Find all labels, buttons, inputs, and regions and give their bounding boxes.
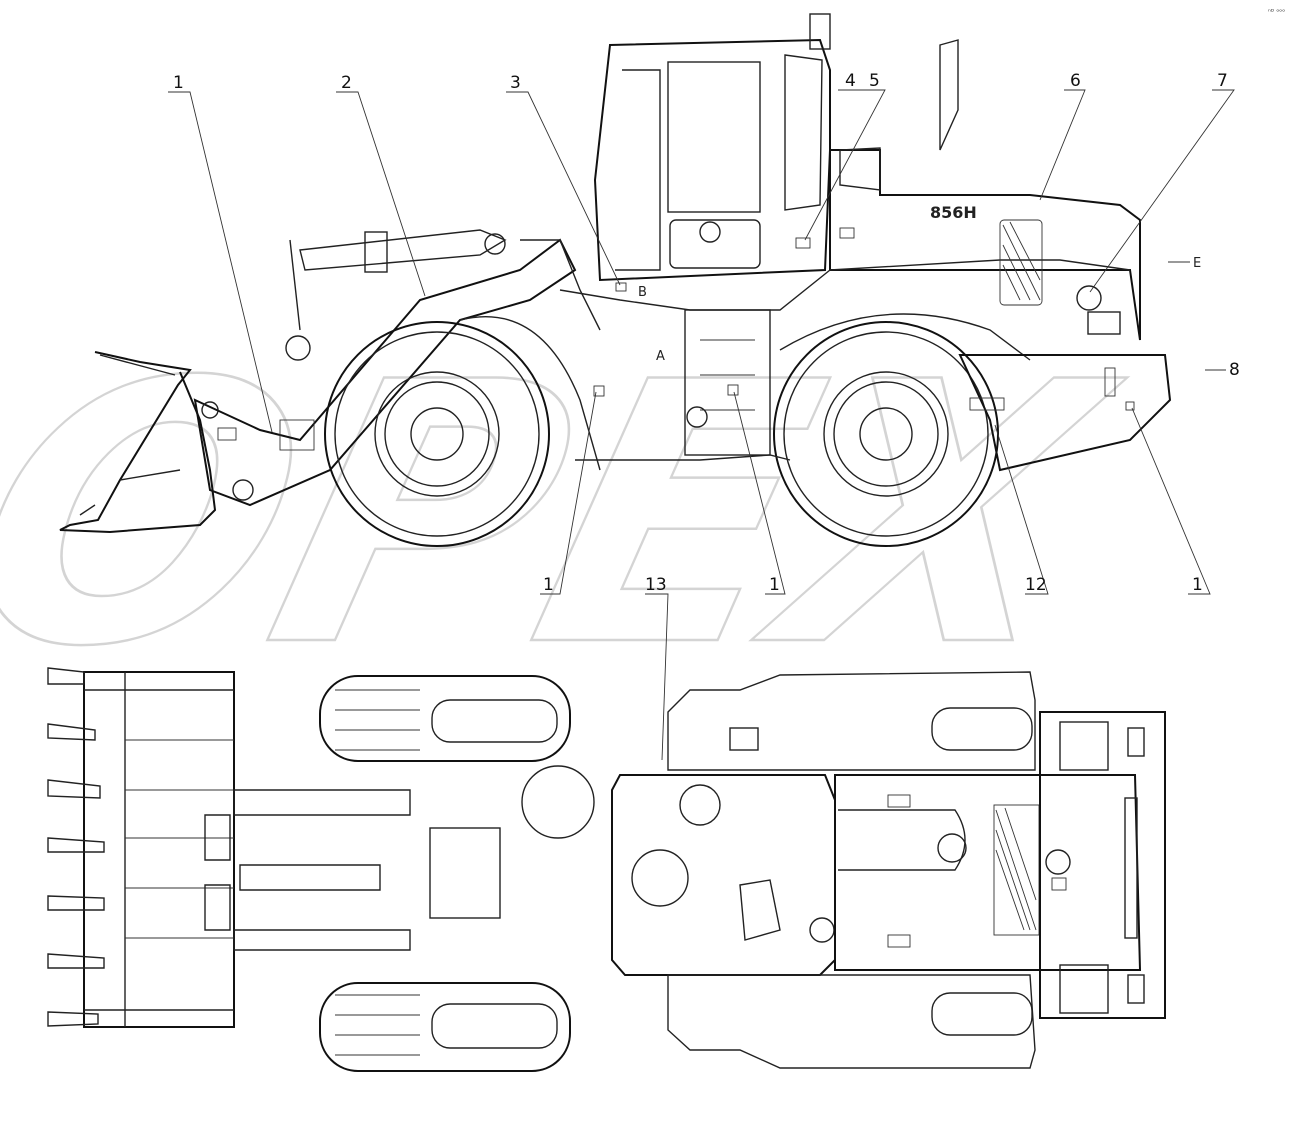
side-engine-hood: 856H <box>829 39 1141 341</box>
callout-1-c: 1 <box>769 575 780 595</box>
callout-3: 3 <box>510 73 521 93</box>
top-front-tire-upper <box>319 675 571 762</box>
ref-letter-e: E <box>1193 256 1201 271</box>
watermark: OPEX <box>0 306 1146 727</box>
callout-1-a: 1 <box>173 73 184 93</box>
top-view-loader <box>47 667 1166 1072</box>
callout-labels: 1 2 3 4 5 6 7 8 1 1 12 1 13 <box>173 71 1240 595</box>
corner-mark: ⁿᴰ ᵒᵒᵒ <box>1268 8 1285 16</box>
callout-5: 5 <box>869 71 880 91</box>
side-cab <box>593 13 831 282</box>
callout-8: 8 <box>1229 360 1240 380</box>
callout-7: 7 <box>1217 71 1228 91</box>
top-engine-hood <box>834 774 1142 971</box>
top-front-tire-lower <box>319 982 571 1072</box>
side-bucket <box>59 351 217 534</box>
side-lift-arm <box>193 238 577 507</box>
top-cab-roof <box>611 774 836 976</box>
callout-1-d: 1 <box>1192 575 1203 595</box>
callout-13: 13 <box>645 575 667 595</box>
ref-letter-a: A <box>656 349 665 364</box>
watermark-text: OPEX <box>0 307 1145 726</box>
model-badge: 856H <box>930 203 977 222</box>
top-articulation-joint <box>521 765 595 839</box>
callout-4: 4 <box>845 71 856 91</box>
callout-2: 2 <box>341 73 352 93</box>
side-step-ladder <box>684 309 771 456</box>
callout-12: 12 <box>1025 575 1047 595</box>
side-front-wheel <box>324 321 550 547</box>
side-pivot-pin <box>285 335 311 361</box>
ref-letter-b: B <box>638 285 647 300</box>
callout-1-b: 1 <box>543 575 554 595</box>
side-counterweight <box>958 354 1172 472</box>
top-bucket <box>47 667 235 1028</box>
callout-6: 6 <box>1070 71 1081 91</box>
callout-leaders <box>168 89 1235 761</box>
